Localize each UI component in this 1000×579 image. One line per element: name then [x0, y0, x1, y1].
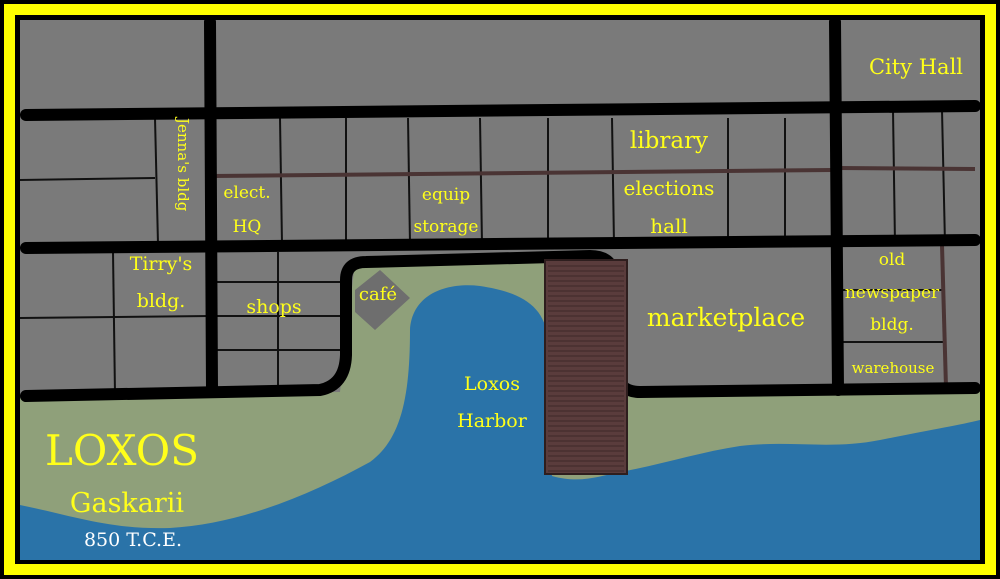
alleys [19, 109, 946, 395]
label-newspaper-line2: newspaper [845, 283, 940, 303]
label-tirrys-line1: Tirry's [130, 253, 193, 275]
side-street [211, 166, 976, 389]
main-roads [20, 16, 981, 402]
label-elect-hq-line1: elect. [223, 183, 270, 203]
label-newspaper-line3: bldg. [870, 315, 914, 335]
label-elections-hall-line1: elections [624, 176, 715, 200]
label-city-hall: City Hall [869, 55, 963, 79]
map-title-block: LOXOS Gaskarii 850 T.C.E. [45, 426, 199, 551]
label-cafe: café [359, 284, 397, 305]
label-library: library [630, 128, 708, 154]
label-tirrys-line2: bldg. [137, 290, 186, 312]
dock [544, 259, 628, 475]
label-harbor-line1: Loxos [464, 373, 520, 395]
label-elect-hq-line2: HQ [233, 217, 262, 237]
map-title: LOXOS [45, 426, 199, 475]
label-warehouse: warehouse [852, 359, 935, 377]
label-equip-storage-line2: storage [414, 217, 479, 237]
map-date: 850 T.C.E. [84, 529, 182, 551]
label-jennas-building: Jenna's bldg [174, 116, 192, 212]
label-shops: shops [246, 296, 301, 318]
map-region: Gaskarii [70, 488, 185, 519]
label-equip-storage-line1: equip [422, 185, 470, 205]
label-newspaper-line1: old [879, 250, 906, 270]
cafe-lot [355, 270, 410, 330]
label-elections-hall-line2: hall [650, 214, 688, 238]
label-marketplace: marketplace [647, 303, 805, 332]
label-harbor-line2: Harbor [457, 410, 528, 432]
harbor-water [20, 285, 980, 560]
map-labels: City Hall Jenna's bldg elect. HQ equip s… [130, 55, 964, 432]
